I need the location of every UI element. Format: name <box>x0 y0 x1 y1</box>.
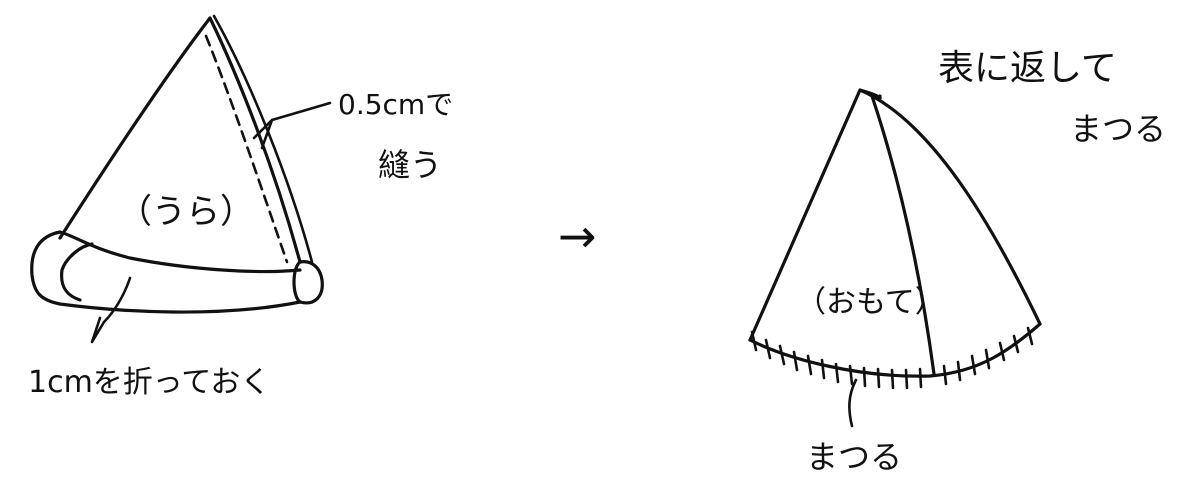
arrow-right-icon: → <box>558 209 597 263</box>
panel-seam-line <box>870 94 936 376</box>
seam-note-line1: 0.5cmで <box>338 88 453 121</box>
outside-label: （おもて） <box>796 285 945 320</box>
hat-hem-curve <box>748 322 1042 378</box>
inside-out-hat: （うら） 0.5cmで 縫う 1cmを折っておく <box>28 14 453 400</box>
seam-allowance-tab <box>292 260 324 305</box>
seam-stitch-line <box>204 34 289 264</box>
turn-note-line1: 表に返して <box>938 48 1117 89</box>
seam-note-line2: 縫う <box>378 146 442 184</box>
fold-leader-line <box>90 276 132 344</box>
finished-hat-outline <box>748 88 1042 342</box>
hem-whip-stitches <box>750 326 1034 390</box>
turn-note-line2: まつる <box>1070 110 1166 148</box>
inside-label: （うら） <box>118 192 254 232</box>
hat-brim-inner-edge <box>59 242 94 302</box>
seam-leader-line <box>252 101 332 150</box>
hat-cone-outline <box>58 16 302 264</box>
fold-note: 1cmを折っておく <box>28 365 270 400</box>
hat-brim-band <box>30 230 302 314</box>
hem-note: まつる <box>806 438 902 476</box>
finished-hat: （おもて） 表に返して まつる まつる <box>748 48 1166 476</box>
hem-leader-line <box>848 378 858 428</box>
